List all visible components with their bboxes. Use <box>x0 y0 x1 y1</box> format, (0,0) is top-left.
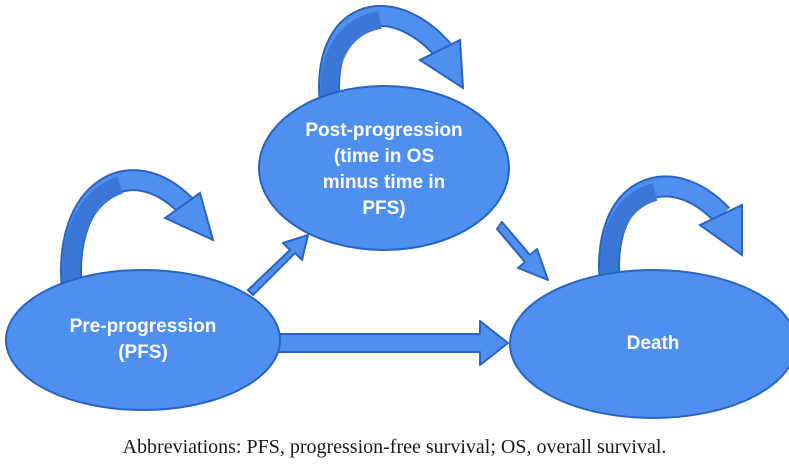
node-death <box>509 269 789 419</box>
post-label-line-2: (time in OS <box>333 146 435 167</box>
arrow-pre-to-post <box>247 234 309 296</box>
arrow-pre-to-death <box>269 320 509 366</box>
post-label-line-3: minus time in <box>322 172 446 193</box>
self-loop-arrow-death <box>598 175 743 287</box>
post-label-line-4: PFS) <box>362 198 406 219</box>
node-label-death: Death <box>553 326 753 362</box>
arrow-post-to-death <box>496 221 549 281</box>
node-post-progression <box>258 85 510 251</box>
pre-label-line-2: (PFS) <box>118 342 168 363</box>
self-loop-arrow-post <box>318 5 465 107</box>
abbreviations-caption: Abbreviations: PFS, progression-free sur… <box>122 436 667 458</box>
state-transition-diagram <box>5 5 789 419</box>
post-label-line-1: Post-progression <box>305 120 463 141</box>
pre-label-line-1: Pre-progression <box>69 316 217 337</box>
node-label-post-progression: Post-progression (time in OS minus time … <box>274 114 494 226</box>
death-label-line-1: Death <box>626 333 680 354</box>
node-pre-progression <box>5 269 281 411</box>
node-label-pre-progression: Pre-progression (PFS) <box>23 305 263 375</box>
self-loop-arrow-pre <box>60 169 215 292</box>
